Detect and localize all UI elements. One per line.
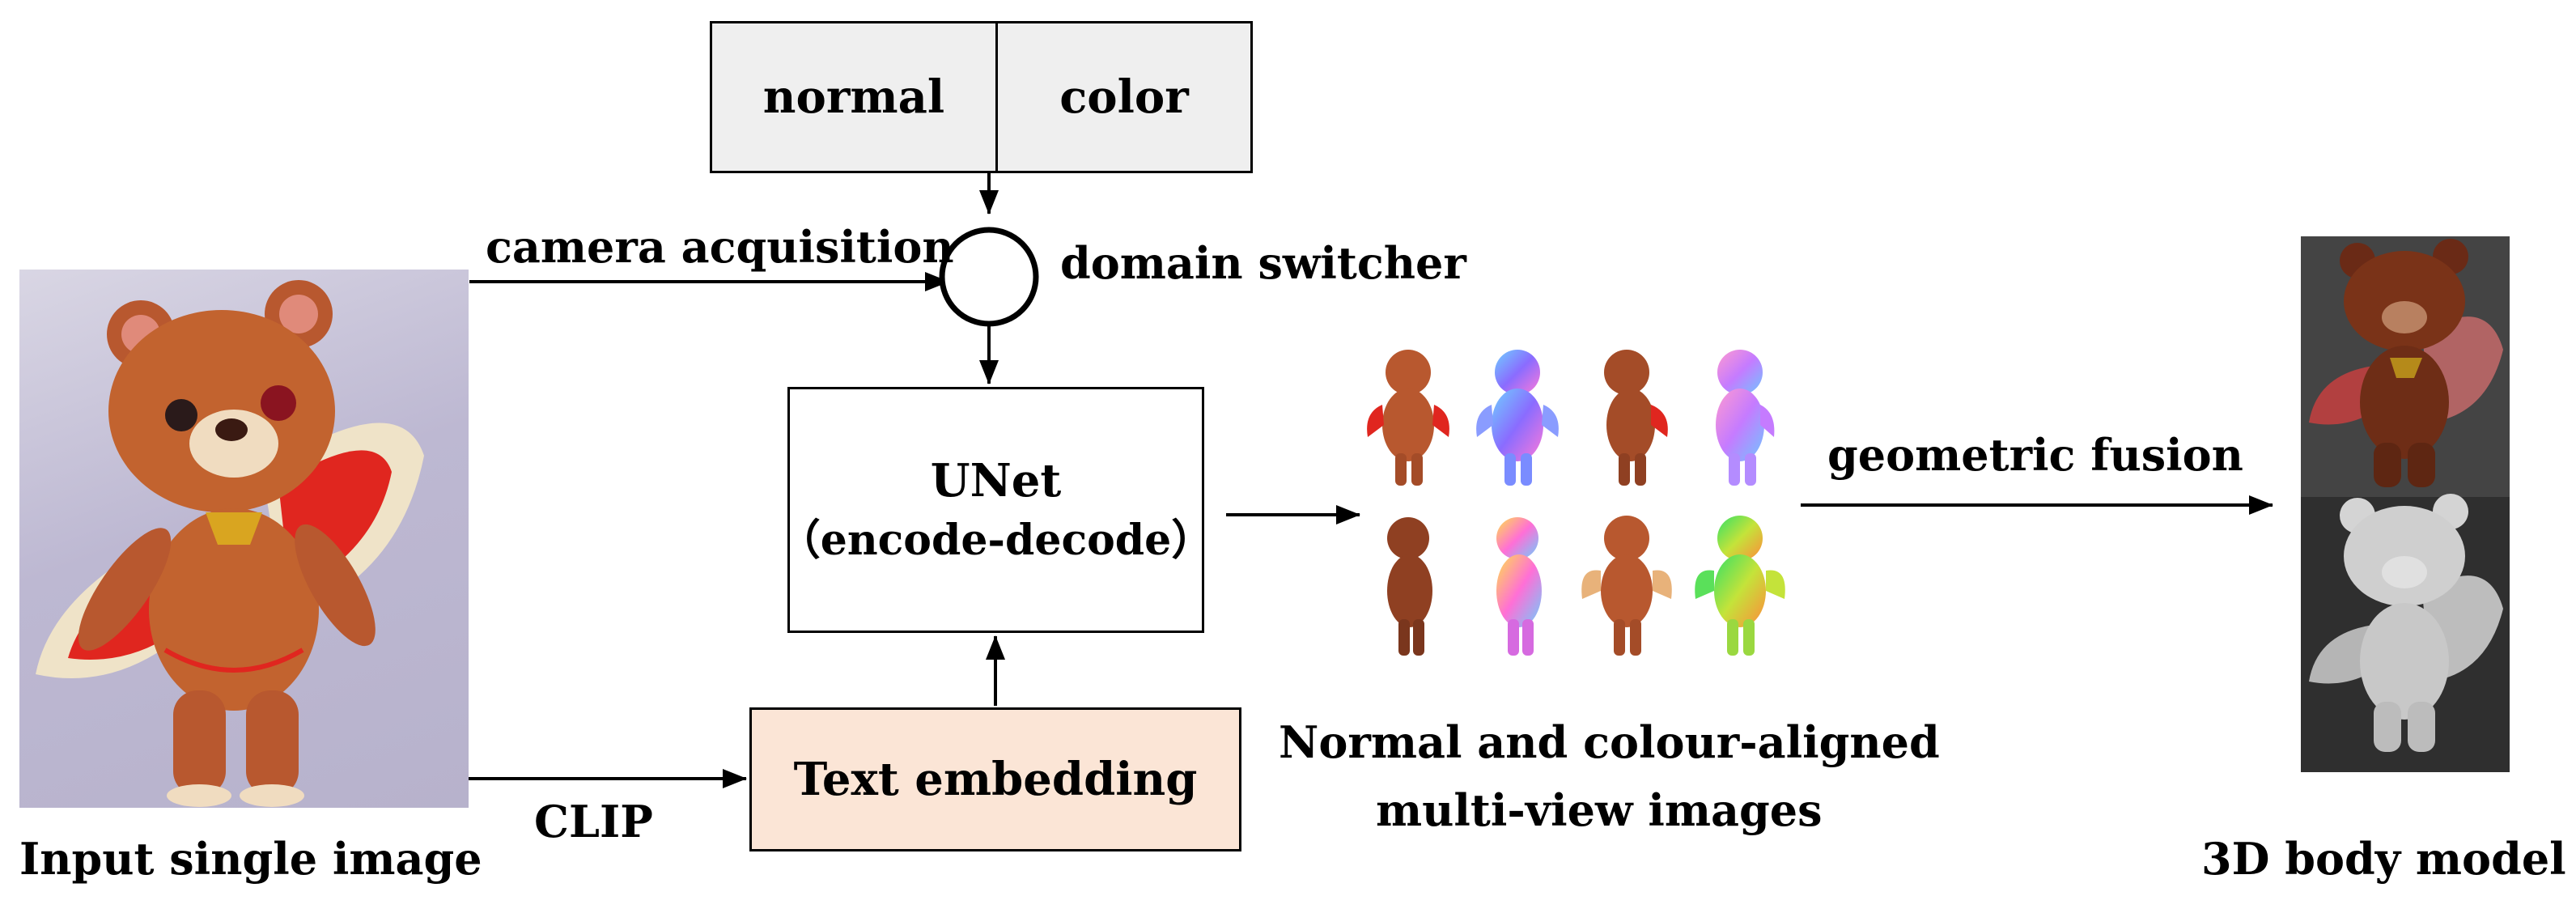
textured-model-render [2309, 239, 2503, 487]
view-normal-front [1476, 350, 1559, 486]
input-caption: Input single image [19, 833, 482, 885]
normal-box: normal [710, 21, 998, 173]
text-embedding-label: Text embedding [793, 753, 1198, 806]
multiview-grid [1360, 348, 1797, 672]
view-color-side [1387, 517, 1432, 656]
teddy-bear-illustration [36, 280, 424, 807]
view-color-front [1367, 350, 1449, 486]
normal-label: normal [762, 70, 945, 124]
input-image [19, 270, 469, 808]
unet-title: UNet [930, 454, 1062, 507]
view-color-back [1581, 516, 1672, 656]
domain-switcher-label: domain switcher [1060, 237, 1466, 289]
view-color-three-quarter [1604, 350, 1668, 486]
multiview-caption-line1: Normal and colour-aligned [1279, 716, 1940, 768]
gray-mesh-render [2309, 494, 2503, 752]
domain-switcher-node [939, 227, 1039, 327]
output-caption: 3D body model [2201, 833, 2566, 885]
multiview-images [1367, 350, 1785, 656]
unet-box: UNet （encode-decode） [779, 387, 1213, 633]
clip-label: CLIP [534, 796, 653, 847]
color-box: color [995, 21, 1253, 173]
text-embedding-box: Text embedding [749, 707, 1241, 851]
output-renders-illustration [2301, 236, 2510, 772]
view-normal-side [1716, 350, 1775, 486]
geometric-fusion-label: geometric fusion [1827, 429, 2243, 481]
camera-acquisition-label: camera acquisition [486, 221, 954, 273]
view-normal-back [1695, 516, 1785, 656]
view-normal-side-2 [1496, 517, 1542, 656]
unet-subtitle: （encode-decode） [778, 516, 1214, 565]
output-renders [2301, 236, 2510, 772]
color-label: color [1059, 70, 1189, 124]
multiview-caption-line2: multi-view images [1376, 784, 1823, 836]
